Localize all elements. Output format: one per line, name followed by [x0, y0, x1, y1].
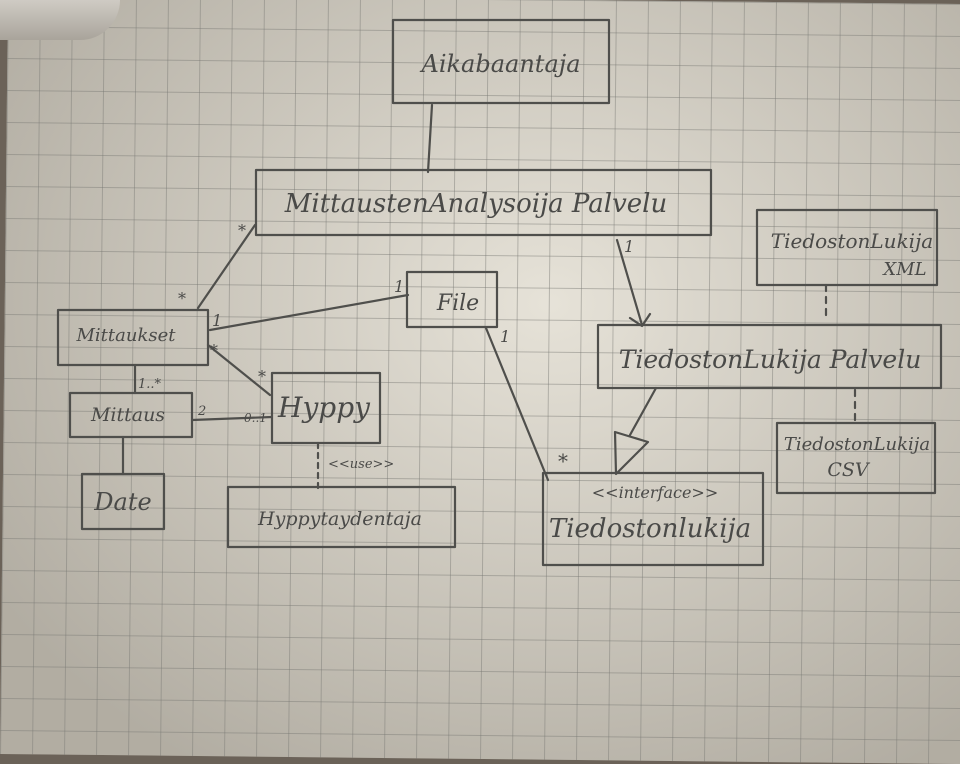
- line-analysoija-palvelu: [615, 238, 644, 327]
- class-name-analysoija: MittaustenAnalysoija Palvelu: [284, 189, 667, 219]
- stereotype-use: <<use>>: [328, 457, 394, 472]
- paper-curl: [0, 0, 120, 40]
- line-vikakoantaja-analysoija: [426, 103, 434, 174]
- class-name-vikakoantaja: Aikabaantaja: [420, 50, 581, 78]
- line-palvelu-interface: [628, 386, 658, 437]
- box-tiedlukija-xml: [755, 208, 939, 287]
- box-hyppy: [270, 371, 382, 445]
- class-name-hyppytaydentaja: Hyppytaydentaja: [257, 508, 422, 530]
- box-tiedlukija-csv: [775, 421, 937, 495]
- line-mittaus-hyppy: [190, 415, 274, 422]
- box-tiedostonlukija: [541, 471, 765, 567]
- multiplicity-file-left: 1: [394, 277, 404, 296]
- class-name-mittaus: Mittaus: [90, 404, 165, 426]
- box-tiedlukija-palvelu: [596, 323, 943, 390]
- multiplicity-interface-star: *: [558, 449, 568, 473]
- multiplicity-analysoija-palvelu: 1: [624, 237, 634, 256]
- multiplicity-analysoija-side: *: [238, 221, 246, 240]
- multiplicity-file-interface: 1: [500, 327, 510, 346]
- class-name-date: Date: [93, 488, 151, 516]
- class-name-mittaukset: Mittaukset: [75, 325, 176, 346]
- box-hyppytaydentaja: [226, 485, 457, 549]
- box-date: [80, 472, 166, 531]
- class-name-file: File: [436, 291, 479, 316]
- box-file: [405, 270, 499, 329]
- line-file-interface: [484, 326, 550, 482]
- box-mittaus: [68, 391, 194, 439]
- multiplicity-mittaukset-hyppy: *: [210, 341, 218, 360]
- class-name-tiedlukija-xml-suffix: XML: [881, 259, 926, 280]
- multiplicity-mittaus-hyppy: 2: [197, 404, 206, 419]
- class-name-tiedlukija-csv-suffix: CSV: [827, 459, 871, 481]
- interface-stereotype: <<interface>>: [592, 483, 718, 502]
- realization-triangle: [613, 430, 650, 476]
- box-analysoija: [254, 168, 713, 237]
- class-name-tiedlukija-palvelu: TiedostonLukija Palvelu: [619, 345, 922, 374]
- line-mittaukset-hyppy: [206, 343, 272, 397]
- line-mittaukset-file: [208, 293, 410, 332]
- multiplicity-mittaukset-mittaus: 1..*: [138, 377, 162, 392]
- line-analysoija-mittaukset: [196, 223, 257, 310]
- multiplicity-mittaukset-file: 1: [212, 311, 222, 330]
- multiplicity-hyppy-left: 0..1: [244, 411, 267, 425]
- class-name-hyppy: Hyppy: [277, 391, 371, 424]
- uml-class-diagram: Aikabaantaja MittaustenAnalysoija Palvel…: [56, 18, 943, 567]
- class-name-tiedlukija-xml: TiedostonLukija: [771, 229, 933, 253]
- multiplicity-hyppy-top: *: [258, 367, 266, 386]
- multiplicity-mittaukset-side: *: [178, 289, 186, 308]
- class-name-tiedostonlukija: Tiedostonlukija: [549, 514, 751, 544]
- box-mittaukset: [56, 308, 210, 367]
- class-name-tiedlukija-csv: TiedostonLukija: [784, 434, 930, 455]
- box-vikakoantaja: [391, 18, 611, 105]
